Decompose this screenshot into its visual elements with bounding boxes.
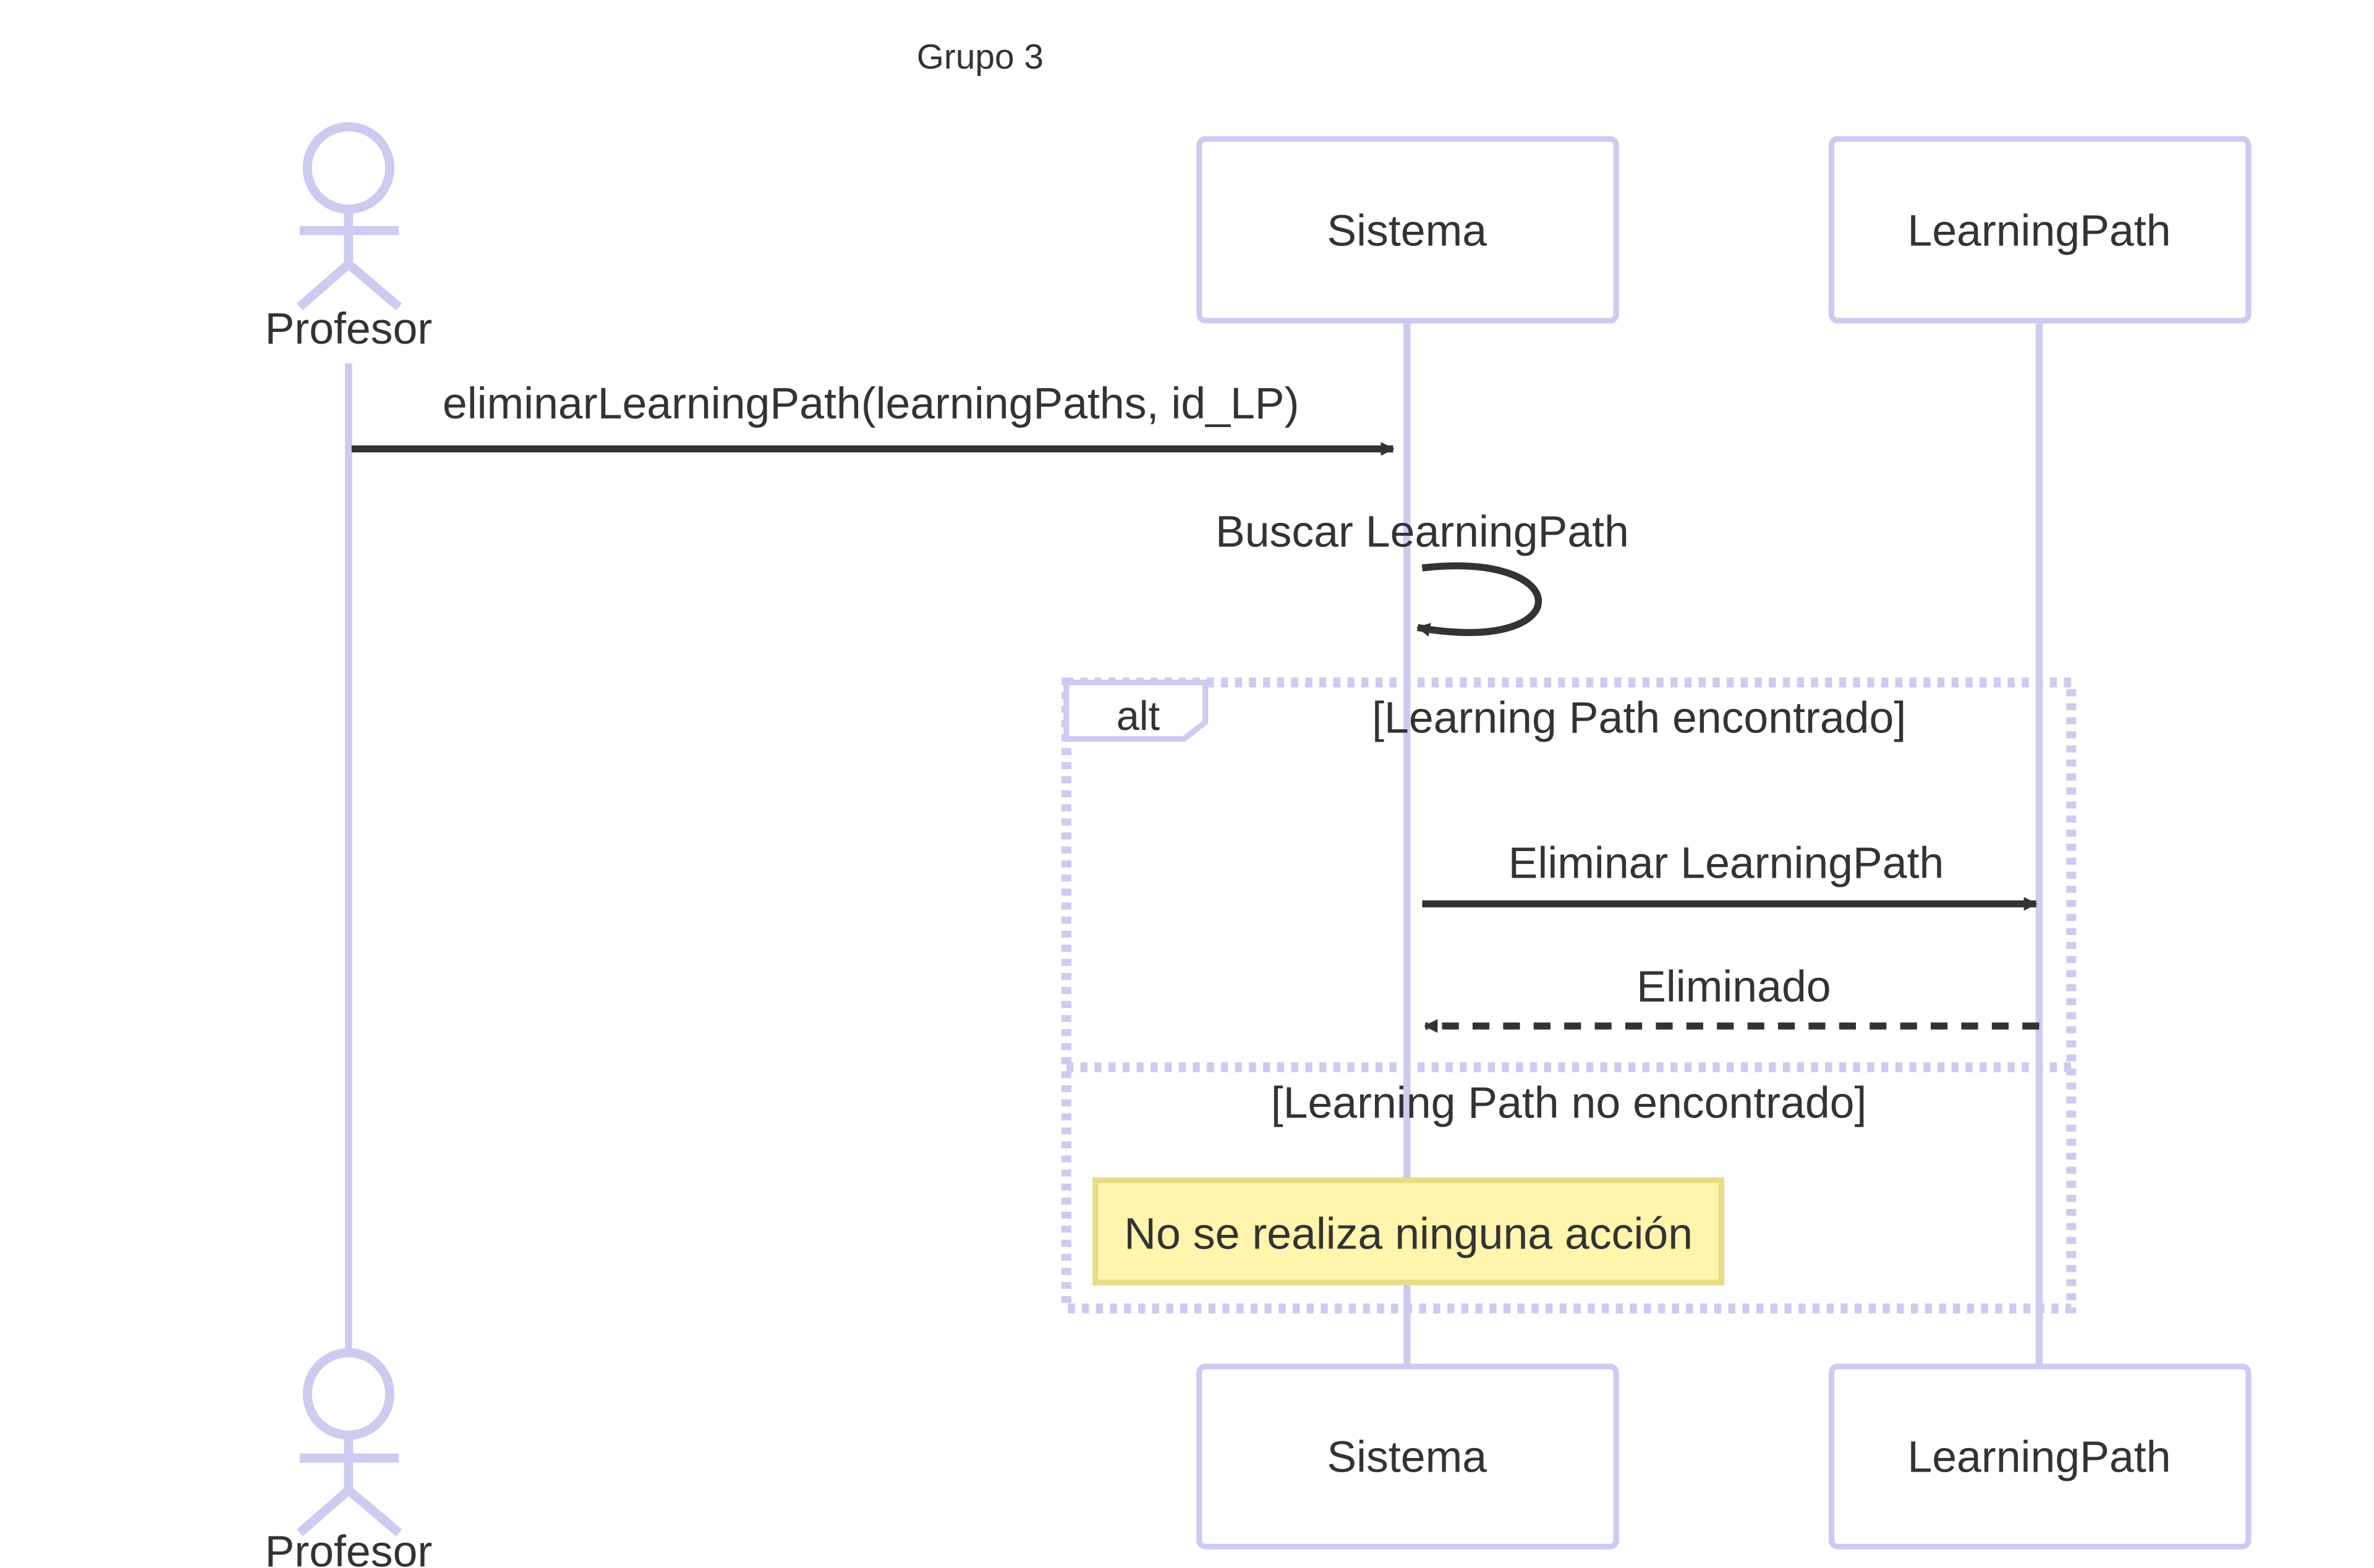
participant-box: [1828, 1363, 2252, 1549]
diagram-title: Grupo 3: [917, 38, 1044, 77]
actor-label: Profesor: [265, 1527, 432, 1568]
actor-label: Profesor: [265, 304, 432, 354]
participant-label: LearningPath: [1907, 206, 2171, 256]
participant-label: LearningPath: [1907, 1432, 2171, 1481]
message-label: Eliminado: [1636, 962, 1831, 1012]
message-label: Eliminar LearningPath: [1508, 838, 1944, 888]
actor-profesor-top: Profesor: [265, 122, 432, 354]
actor-head-icon: [302, 1348, 394, 1440]
participant-label: Sistema: [1327, 206, 1487, 256]
participant-learningpath-top: LearningPath: [1828, 136, 2252, 324]
actor-leg-right: [346, 260, 402, 311]
actor-leg-left: [296, 1486, 352, 1536]
message-eliminar-learning-path: Eliminar LearningPath: [1422, 838, 2038, 911]
participant-box: [1196, 136, 1619, 324]
message-label: Buscar LearningPath: [1215, 507, 1629, 556]
alt-frame: alt [Learning Path encontrado] [Learning…: [1061, 677, 2077, 1314]
participant-box: [1828, 136, 2252, 324]
participant-box: [1196, 1363, 1619, 1549]
note-no-action: No se realiza ninguna acción: [1092, 1177, 1725, 1286]
alt-condition-found: [Learning Path encontrado]: [1372, 693, 1906, 743]
alt-condition-not-found: [Learning Path no encontrado]: [1271, 1078, 1867, 1127]
note-box: [1092, 1177, 1725, 1286]
alt-keyword: alt: [1117, 693, 1160, 739]
participant-learningpath-bottom: LearningPath: [1828, 1363, 2252, 1549]
alt-frame-tab: [1063, 679, 1209, 742]
actor-head-icon: [302, 122, 394, 214]
message-label: eliminarLearningPath(learningPaths, id_L…: [443, 379, 1300, 428]
note-text: No se realiza ninguna acción: [1124, 1210, 1693, 1259]
self-message-arrow: [1416, 562, 1542, 637]
actor-leg-right: [346, 1486, 402, 1536]
participant-sistema-top: Sistema: [1196, 136, 1619, 324]
actor-profesor-bottom: Profesor: [265, 1348, 432, 1568]
message-eliminado-reply: Eliminado: [1424, 962, 2040, 1033]
participant-label: Sistema: [1327, 1432, 1487, 1481]
message-eliminar-learning-path-call: eliminarLearningPath(learningPaths, id_L…: [351, 379, 1395, 456]
participant-sistema-bottom: Sistema: [1196, 1363, 1619, 1549]
actor-leg-left: [296, 260, 352, 311]
message-buscar-learning-path: Buscar LearningPath: [1215, 507, 1629, 637]
